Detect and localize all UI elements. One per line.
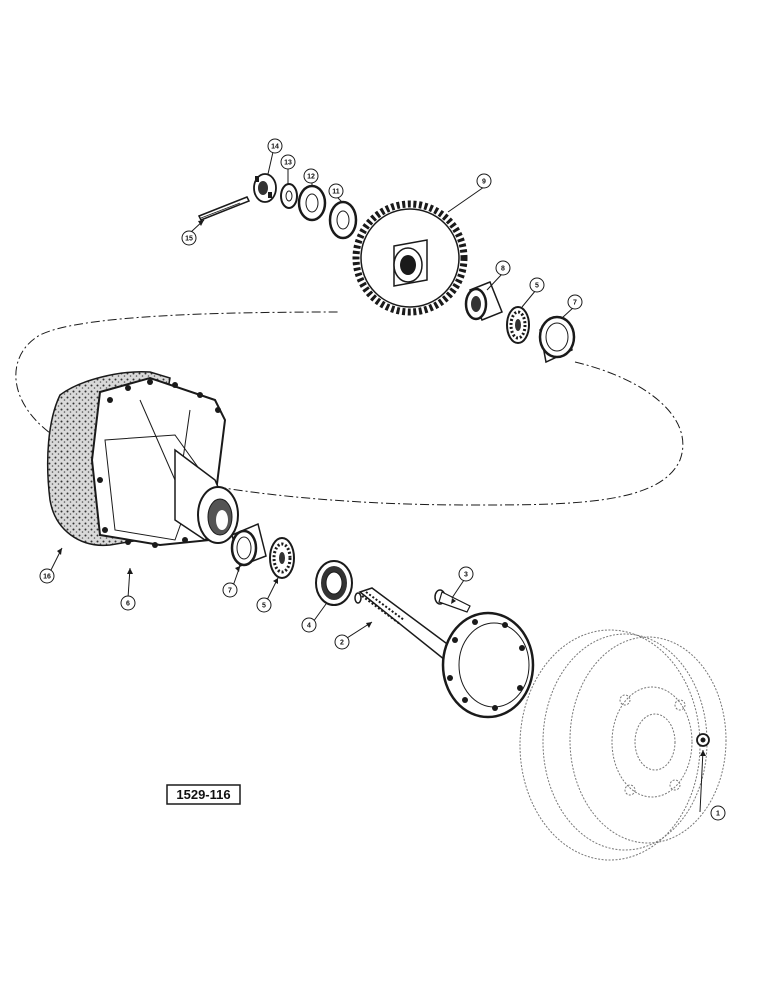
callout-16-label: 16 xyxy=(43,574,51,581)
wheel-nut xyxy=(696,733,710,747)
callout-9-label: 9 xyxy=(482,179,486,186)
callout-5-upper: 5 xyxy=(529,277,545,293)
washer-13 xyxy=(280,183,298,209)
callout-2: 2 xyxy=(334,634,350,650)
bolt xyxy=(434,589,471,613)
callout-2-label: 2 xyxy=(340,640,344,647)
callout-13-label: 13 xyxy=(284,160,292,167)
callout-8: 8 xyxy=(495,260,511,276)
callout-9: 9 xyxy=(476,173,492,189)
washer-11 xyxy=(328,200,358,240)
callout-11-label: 11 xyxy=(332,189,340,196)
bearing-cup-7-lower xyxy=(230,522,267,568)
callout-7-upper-label: 7 xyxy=(573,300,577,307)
bearing-5-lower xyxy=(269,537,295,579)
bearing-8 xyxy=(464,281,503,321)
callout-15: 15 xyxy=(181,230,197,246)
cotter-pin xyxy=(197,196,251,221)
callout-4-label: 4 xyxy=(307,623,311,630)
figure-number-label: 1529-116 xyxy=(176,787,230,802)
callout-4: 4 xyxy=(301,617,317,633)
figure-number: 1529-116 xyxy=(166,784,241,805)
castle-nut xyxy=(253,173,277,203)
leader-lines xyxy=(49,151,704,813)
callout-3-label: 3 xyxy=(464,572,468,579)
callouts: 1 2 3 4 5 7 6 16 xyxy=(39,138,726,821)
callout-5-upper-label: 5 xyxy=(535,283,539,290)
callout-3: 3 xyxy=(458,566,474,582)
callout-7-lower-label: 7 xyxy=(228,588,232,595)
callout-12-label: 12 xyxy=(307,174,315,181)
callout-12: 12 xyxy=(303,168,319,184)
callout-6-label: 6 xyxy=(126,601,130,608)
callout-1-label: 1 xyxy=(716,811,720,818)
bearing-cup-7-upper xyxy=(538,315,576,364)
callout-14: 14 xyxy=(267,138,283,154)
callout-1: 1 xyxy=(710,805,726,821)
callout-16: 16 xyxy=(39,568,55,584)
washer-12 xyxy=(297,184,327,222)
seal xyxy=(315,560,353,606)
callout-5-lower: 5 xyxy=(256,597,272,613)
hub-housing xyxy=(46,371,239,548)
callout-7-lower: 7 xyxy=(222,582,238,598)
sprocket xyxy=(352,200,468,316)
callout-13: 13 xyxy=(280,154,296,170)
callout-5-lower-label: 5 xyxy=(262,603,266,610)
callout-15-label: 15 xyxy=(185,236,193,243)
callout-8-label: 8 xyxy=(501,266,505,273)
callout-11: 11 xyxy=(328,183,344,199)
drive-chain xyxy=(15,311,684,506)
callout-7-upper: 7 xyxy=(567,294,583,310)
callout-14-label: 14 xyxy=(271,144,279,151)
callout-6: 6 xyxy=(120,595,136,611)
axle-shaft xyxy=(354,587,535,719)
wheel-rim xyxy=(519,629,727,861)
bearing-5-upper xyxy=(506,306,530,344)
